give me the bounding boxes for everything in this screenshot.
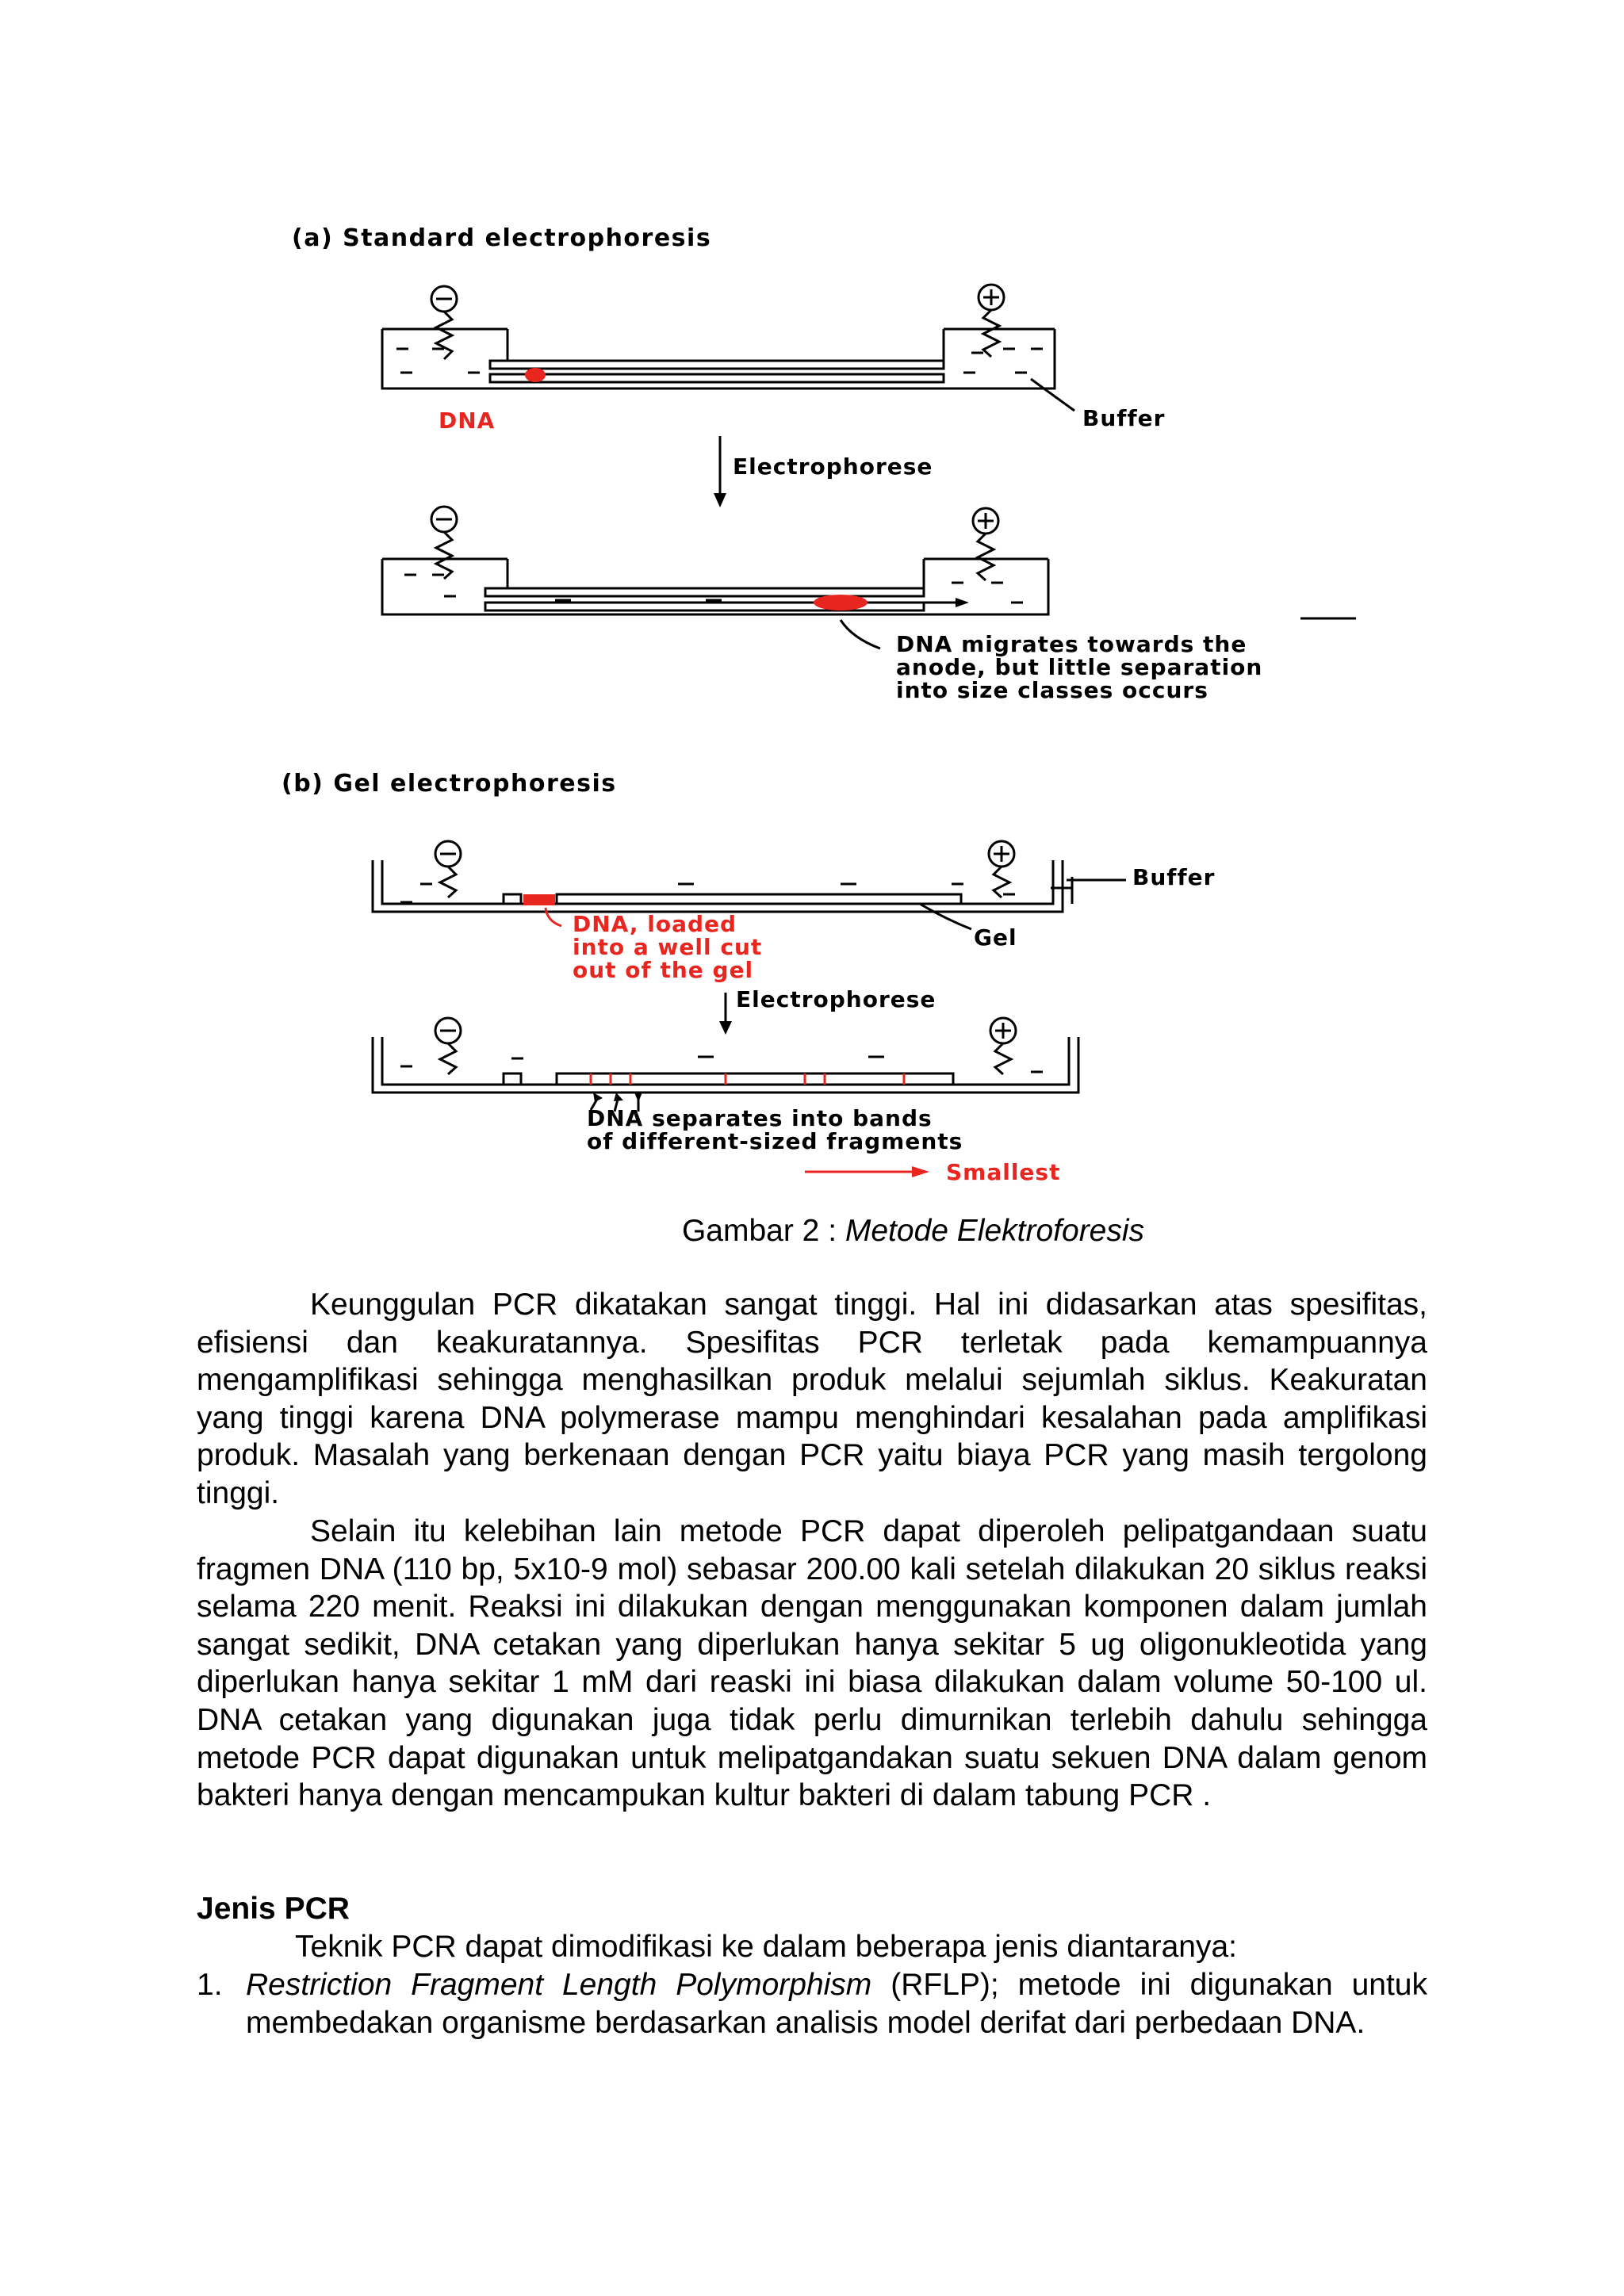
panel-a-title: (a) Standard electrophoresis: [292, 224, 711, 252]
migration-note-line-2: anode, but little separation: [896, 654, 1262, 680]
paragraph-2-block: Selain itu kelebihan lain metode PCR dap…: [197, 1513, 1427, 1815]
buffer-label-a: Buffer: [1082, 405, 1165, 431]
smallest-label: Smallest: [946, 1159, 1060, 1185]
paragraph-2: Selain itu kelebihan lain metode PCR dap…: [197, 1514, 1427, 1813]
caption-title: Metode Elektroforesis: [845, 1214, 1145, 1248]
list-item: 1. Restriction Fragment Length Polymorph…: [197, 1966, 1427, 2042]
electrophoresis-figure: (a) Standard electrophoresis DNA Buffer …: [282, 224, 1356, 1185]
bands-note-line-1: DNA separates into bands: [587, 1105, 933, 1131]
gel-apparatus-top: [371, 840, 1126, 931]
buffer-label-b: Buffer: [1132, 864, 1215, 890]
paragraph-1: Keunggulan PCR dikatakan sangat tinggi. …: [197, 1288, 1427, 1510]
dna-loaded-pointer: [544, 907, 562, 928]
migration-note-line-1: DNA migrates towards the: [896, 631, 1247, 657]
dna-sample-dot: [525, 368, 546, 382]
dna-loaded-line-3: out of the gel: [573, 957, 753, 983]
section-heading: Jenis PCR: [197, 1892, 350, 1926]
bands-note-line-2: of different-sized fragments: [587, 1128, 963, 1154]
dna-loaded-line-2: into a well cut: [573, 934, 762, 960]
list-item-term: Restriction Fragment Length Polymorphism: [246, 1968, 872, 2002]
dna-label: DNA: [439, 408, 495, 434]
list-item-number: 1.: [197, 1968, 223, 2002]
dna-migrated-blob: [814, 595, 868, 610]
electrophorese-label-a: Electrophorese: [733, 453, 933, 480]
section-intro: Teknik PCR dapat dimodifikasi ke dalam b…: [295, 1930, 1237, 1964]
smallest-arrow: [805, 1166, 929, 1177]
gel-label: Gel: [974, 924, 1017, 951]
electrophorese-arrow-a: [714, 436, 726, 507]
paragraph-1-block: Keunggulan PCR dikatakan sangat tinggi. …: [197, 1286, 1427, 1513]
list-item-text: (RFLP); metode ini digunakan untuk membe…: [246, 1968, 1427, 2040]
panel-b-title: (b) Gel electrophoresis: [282, 770, 617, 798]
standard-apparatus-top: [381, 283, 1075, 412]
dna-bands: [589, 1073, 906, 1085]
dna-loaded-line-1: DNA, loaded: [573, 911, 737, 937]
standard-apparatus-bottom: [381, 505, 1356, 650]
dna-loaded-well: [523, 894, 555, 905]
caption-prefix: Gambar 2 :: [681, 1214, 845, 1248]
figure-caption: Gambar 2 : Metode Elektroforesis: [0, 1213, 1624, 1249]
electrophorese-arrow-b: [719, 993, 732, 1035]
electrophorese-label-b: Electrophorese: [736, 986, 936, 1012]
migration-note-line-3: into size classes occurs: [896, 677, 1208, 703]
list-item-body: Restriction Fragment Length Polymorphism…: [246, 1966, 1427, 2042]
